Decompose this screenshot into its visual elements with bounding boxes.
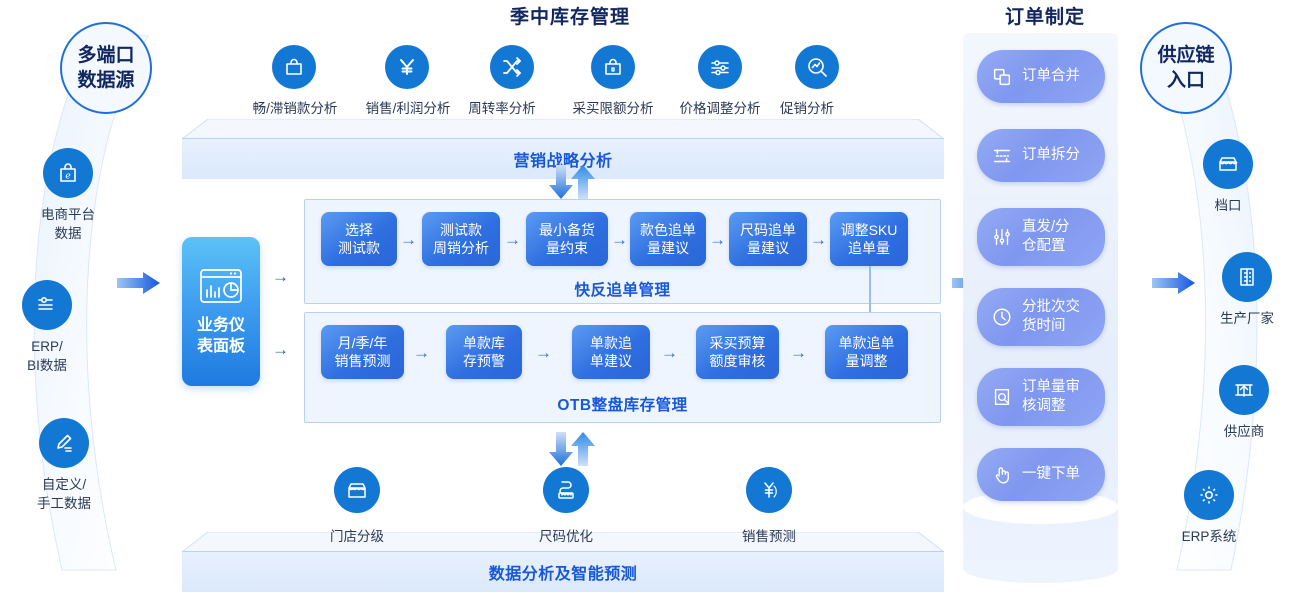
chip-arrow-otb-3: →: [661, 343, 678, 362]
chip-fast-2[interactable]: 测试款 周销分析: [422, 212, 500, 266]
chip-otb-4[interactable]: 采买预算 额度审核: [696, 325, 779, 379]
chip-arrow-otb-1: →: [413, 343, 430, 362]
arrows-panel-to-bottom-slab: [549, 432, 595, 466]
icon-shuffle[interactable]: [490, 45, 534, 89]
chip-fast-4[interactable]: 款色追单 量建议: [630, 212, 706, 266]
chip-arrow-fast-4: →: [709, 230, 726, 249]
chip-arrow-fast-2: →: [504, 230, 521, 249]
marketing-strategy-caption: 营销战略分析: [513, 153, 613, 170]
bottom-slab-bevel: [182, 532, 944, 552]
order-pill-merge[interactable]: 订单合并: [977, 50, 1105, 103]
order-pill-one-click[interactable]: 一键下单: [977, 448, 1105, 501]
slab-top-bevel: [182, 119, 944, 139]
label-store: 门店分级: [330, 529, 384, 544]
icon-equalizer[interactable]: [698, 45, 742, 89]
supply-label-factory: 生产厂家: [1220, 311, 1274, 326]
icon-handbag[interactable]: [272, 45, 316, 89]
panel-fast-reorder-caption: 快反追单管理: [574, 282, 671, 299]
chip-otb-1[interactable]: 月/季/年 销售预测: [321, 325, 404, 379]
chip-arrow-fast-5: →: [810, 230, 827, 249]
arrow-dashboard-to-fast: →: [272, 267, 289, 286]
click-hand-icon: [991, 464, 1013, 486]
icon-trend-search[interactable]: [795, 45, 839, 89]
order-pill-one-click-label: 一键下单: [1022, 466, 1080, 482]
business-dashboard-card[interactable]: 业务仪 表面板: [182, 237, 260, 386]
chip-arrow-otb-4: →: [790, 343, 807, 362]
chip-otb-3[interactable]: 单款追 单建议: [572, 325, 650, 379]
order-pill-split-label: 订单拆分: [1022, 147, 1080, 163]
dashboard-chart-icon: [200, 268, 242, 303]
label-shuffle: 周转率分析: [468, 101, 536, 116]
section-title-order-making: 订单制定: [1004, 7, 1085, 28]
label-equalizer: 价格调整分析: [679, 101, 761, 116]
chip-arrow-otb-2: →: [535, 343, 552, 362]
arrow-dashboard-to-otb: →: [272, 340, 289, 359]
panel-otb-caption: OTB整盘库存管理: [557, 397, 688, 414]
icon-yen-forecast[interactable]: [746, 467, 792, 513]
supply-icon-factory[interactable]: [1222, 252, 1272, 302]
icon-yen[interactable]: [385, 45, 429, 89]
source-label-ecommerce: 电商平台 数据: [41, 207, 95, 241]
icon-measuring-tape[interactable]: [543, 467, 589, 513]
chip-otb-5[interactable]: 单款追单 量调整: [825, 325, 908, 379]
data-source-ring: 多端口 数据源: [60, 22, 152, 114]
order-pill-warehouse[interactable]: 直发/分 仓配置: [977, 208, 1105, 266]
order-pill-delivery-time-label: 分批次交 货时间: [1022, 299, 1080, 334]
supply-icon-erp[interactable]: [1184, 470, 1234, 520]
source-icon-custom[interactable]: [39, 418, 89, 468]
supply-icon-supplier[interactable]: [1219, 365, 1269, 415]
order-pill-review[interactable]: 订单量审 核调整: [977, 368, 1105, 426]
chip-arrow-fast-1: →: [400, 230, 417, 249]
source-label-custom: 自定义/ 手工数据: [37, 477, 91, 511]
icon-store[interactable]: [334, 467, 380, 513]
data-analysis-slab: 数据分析及智能预测: [182, 532, 944, 593]
label-handbag: 畅/滞销款分析: [252, 101, 338, 116]
chip-otb-2[interactable]: 单款库 存预警: [446, 325, 522, 379]
split-icon: [991, 145, 1013, 167]
source-icon-ecommerce[interactable]: e: [43, 148, 93, 198]
source-icon-erp-bi[interactable]: [22, 280, 72, 330]
label-trend-search: 促销分析: [780, 101, 834, 116]
section-title-mid-season: 季中库存管理: [509, 7, 630, 28]
label-yen-forecast: 销售预测: [742, 529, 796, 544]
business-dashboard-label: 业务仪 表面板: [196, 316, 245, 355]
label-yen: 销售/利润分析: [365, 101, 451, 116]
clock-icon: [991, 306, 1013, 328]
review-search-icon: [991, 386, 1013, 408]
chip-fast-3[interactable]: 最小备货 量约束: [526, 212, 608, 266]
order-pill-merge-label: 订单合并: [1022, 68, 1080, 84]
order-pill-delivery-time[interactable]: 分批次交 货时间: [977, 288, 1105, 346]
arrows-top-slab-to-panel: [549, 165, 595, 199]
supply-chain-ring: 供应链 入口: [1140, 22, 1232, 114]
chip-fast-5[interactable]: 尺码追单 量建议: [729, 212, 807, 266]
label-measuring-tape: 尺码优化: [539, 529, 593, 544]
marketing-strategy-slab: 营销战略分析: [182, 119, 944, 181]
chip-fast-1[interactable]: 选择 测试款: [321, 212, 397, 266]
merge-squares-icon: [991, 66, 1013, 88]
supply-label-supplier: 供应商: [1223, 424, 1265, 439]
data-source-ring-label: 多端口 数据源: [77, 45, 135, 91]
sliders-vertical-icon: [991, 226, 1013, 248]
icon-lock-bag[interactable]: [591, 45, 635, 89]
order-pill-split[interactable]: 订单拆分: [977, 129, 1105, 182]
source-label-erp-bi: ERP/ BI数据: [27, 339, 67, 373]
chip-fast-6[interactable]: 调整SKU 追单量: [830, 212, 908, 266]
supply-label-stall: 档口: [1214, 198, 1242, 213]
svg-text:e: e: [65, 172, 70, 182]
supply-icon-stall[interactable]: [1203, 139, 1253, 189]
arrow-sources-to-dashboard: [117, 272, 160, 294]
label-lock-bag: 采买限额分析: [572, 101, 654, 116]
order-pill-review-label: 订单量审 核调整: [1022, 379, 1080, 414]
data-analysis-slab-face: 数据分析及智能预测: [182, 551, 944, 592]
order-pill-warehouse-label: 直发/分 仓配置: [1022, 219, 1070, 254]
data-analysis-caption: 数据分析及智能预测: [488, 566, 638, 583]
chip-arrow-fast-3: →: [611, 230, 628, 249]
supply-chain-ring-label: 供应链 入口: [1157, 45, 1215, 91]
arrow-orders-to-supply: [1152, 272, 1195, 294]
supply-label-erp: ERP系统: [1181, 529, 1237, 544]
